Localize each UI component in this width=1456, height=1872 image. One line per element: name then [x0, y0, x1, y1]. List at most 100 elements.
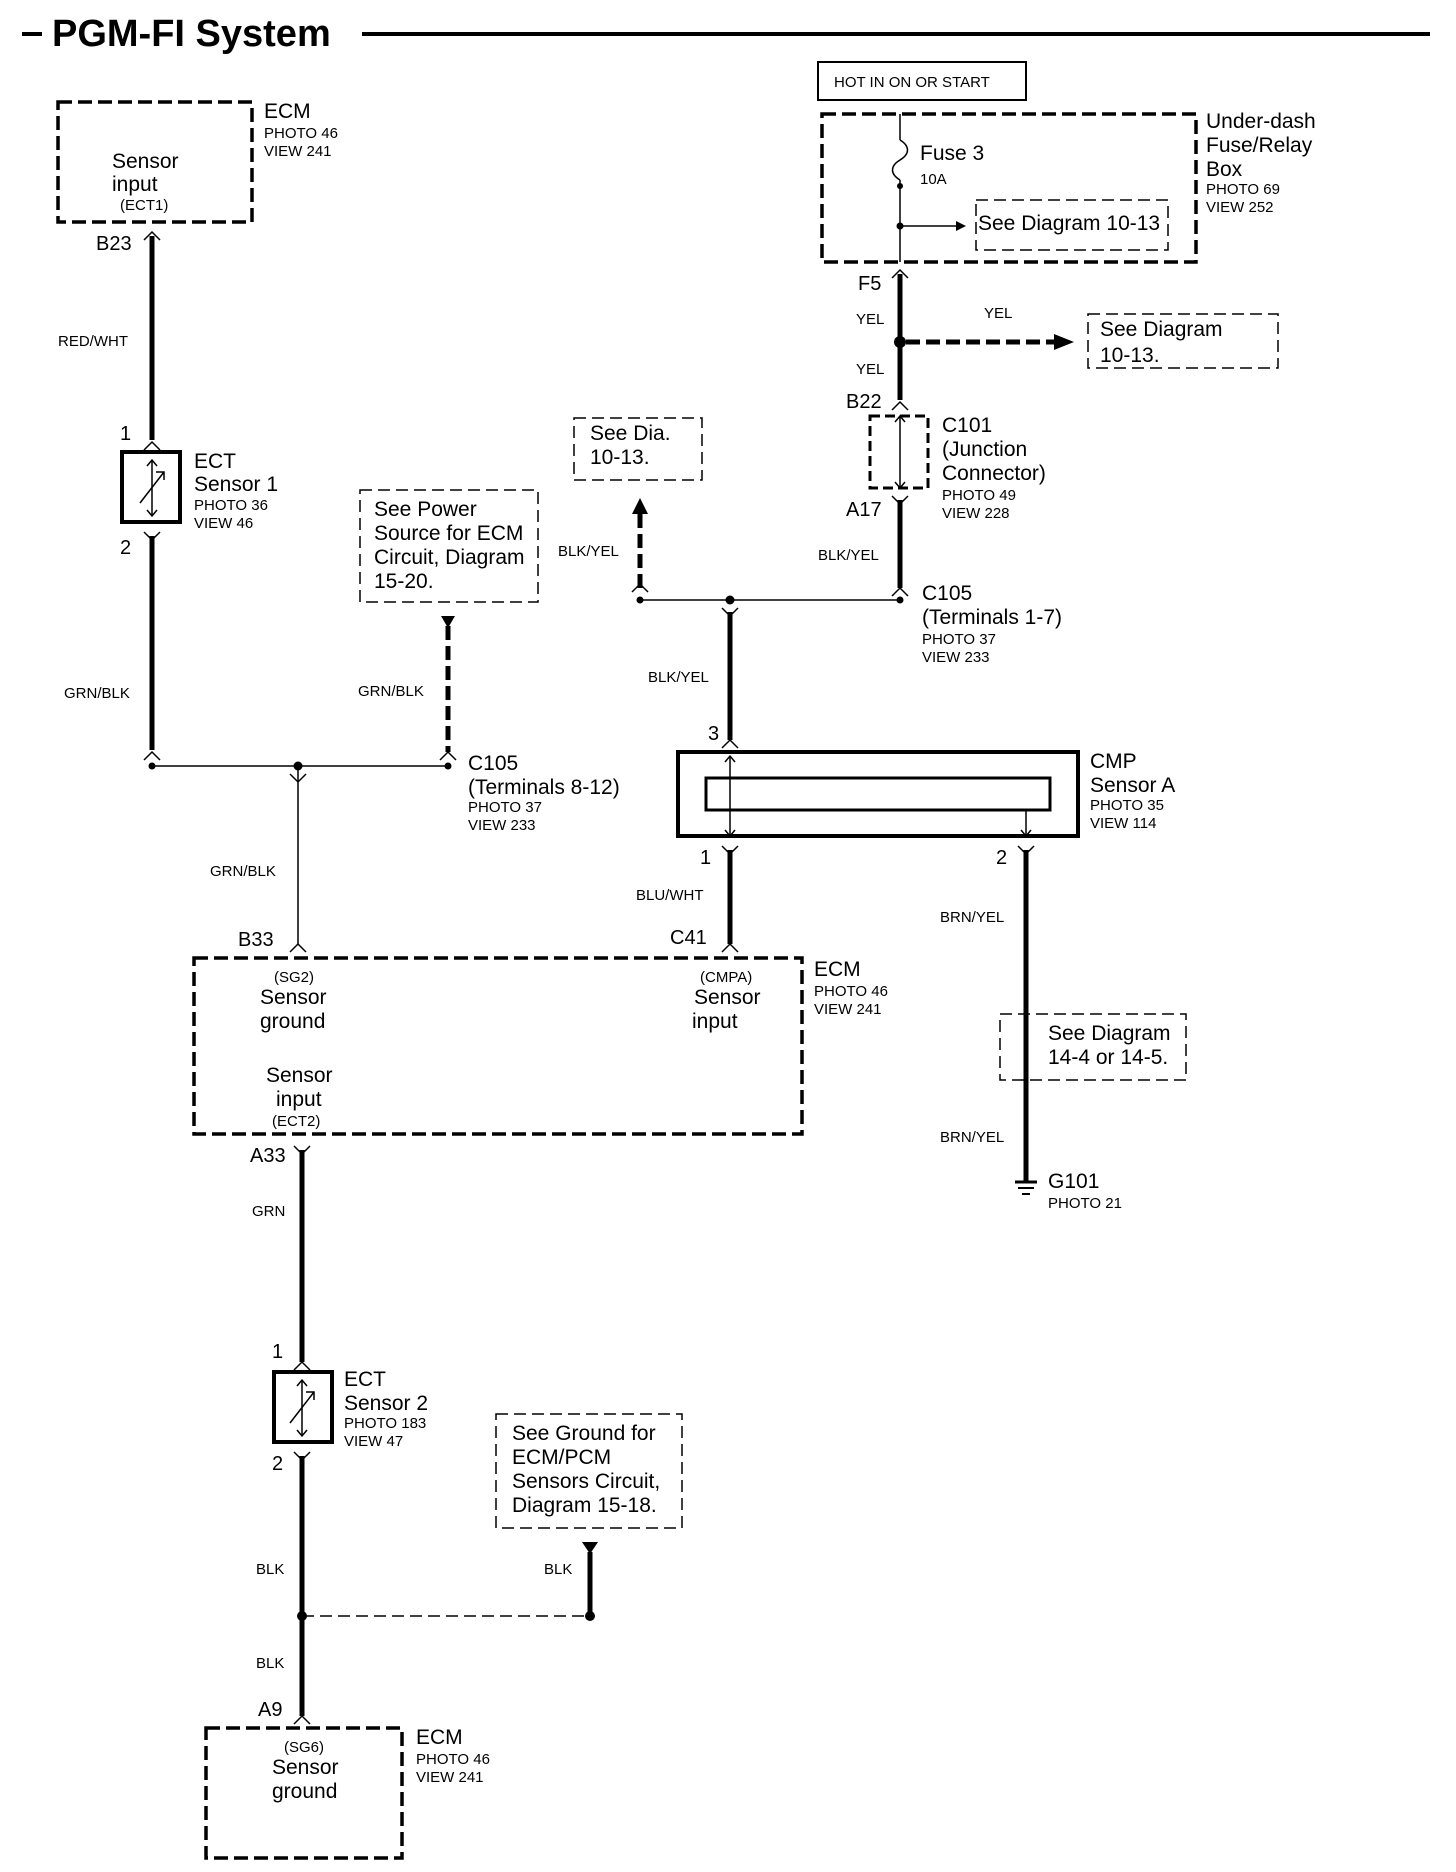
fuse-name: Fuse 3 — [920, 142, 984, 165]
ecm-bottom-signal: (SG6) — [284, 1739, 324, 1756]
ecm-mid-cmpa-signal: (CMPA) — [700, 969, 752, 986]
c105-lower-name-1: C105 — [468, 752, 518, 775]
ground-ref-box — [495, 1413, 683, 1529]
ect2-pin-2: 2 — [272, 1453, 283, 1475]
ect2-view: VIEW 47 — [344, 1433, 403, 1450]
ecm-mid-box — [192, 956, 804, 1136]
c101-box — [868, 414, 930, 490]
ecm-mid-name: ECM — [814, 958, 861, 981]
wire-label-grn-blk-2: GRN/BLK — [358, 683, 424, 700]
ecm-mid-cmpa-func-1: Sensor — [694, 986, 761, 1009]
fuse-ref: See Diagram 10-13 — [978, 212, 1160, 235]
dia-ref-2: 10-13. — [590, 446, 650, 469]
brn-ref-2: 14-4 or 14-5. — [1048, 1046, 1168, 1069]
wire-label-blk-yel-2: BLK/YEL — [558, 543, 619, 560]
ecm-bottom-func-2: ground — [272, 1780, 337, 1803]
c101-view: VIEW 228 — [942, 505, 1010, 522]
cmp-terminal-3 — [721, 738, 739, 749]
ecm-mid-sg2-func-2: ground — [260, 1010, 325, 1033]
ect1-photo: PHOTO 36 — [194, 497, 268, 514]
c101-photo: PHOTO 49 — [942, 487, 1016, 504]
ecm-mid-ect2-func-1: Sensor — [266, 1064, 333, 1087]
ect2-name-1: ECT — [344, 1368, 386, 1391]
ecm-top-view: VIEW 241 — [264, 143, 332, 160]
wire-label-red-wht: RED/WHT — [58, 333, 128, 350]
fuse-pin-f5: F5 — [858, 273, 881, 295]
c105-upper-photo: PHOTO 37 — [922, 631, 996, 648]
c105-upper-name-2: (Terminals 1-7) — [922, 606, 1062, 629]
fuse-box-name-2: Fuse/Relay — [1206, 134, 1313, 157]
c105-upper-terminal-right — [891, 586, 909, 597]
ect1-name-1: ECT — [194, 450, 236, 473]
g101-photo: PHOTO 21 — [1048, 1195, 1122, 1212]
hot-label: HOT IN ON OR START — [834, 74, 990, 91]
ecm-bottom-pin: A9 — [258, 1699, 282, 1721]
connector-f5 — [891, 268, 909, 279]
c105-lower-view: VIEW 233 — [468, 817, 536, 834]
wire-label-blk-1: BLK — [256, 1561, 284, 1578]
wire-label-blk-3: BLK — [256, 1655, 284, 1672]
c105-lower-terminal-left — [143, 750, 161, 761]
ecm-mid-ect2-func-2: input — [276, 1088, 322, 1111]
c101-arrows-icon — [894, 414, 906, 490]
c105-upper-node-right — [896, 596, 904, 604]
brn-ref-box — [999, 1013, 1187, 1081]
wire-label-yel-2: YEL — [984, 305, 1012, 322]
brn-ref-1: See Diagram — [1048, 1022, 1171, 1045]
wire-label-blu-wht: BLU/WHT — [636, 887, 704, 904]
dia-ref-arrow-icon — [632, 498, 648, 514]
ecm-top-name: ECM — [264, 100, 311, 123]
ground-ref-arrow-icon — [582, 1542, 598, 1554]
c105-lower-photo: PHOTO 37 — [468, 799, 542, 816]
ect1-terminal-top — [143, 440, 161, 451]
dia-ref-box — [573, 417, 703, 481]
c105-upper-view: VIEW 233 — [922, 649, 990, 666]
wire-label-blk-2: BLK — [544, 1561, 572, 1578]
ecm-top-box — [56, 100, 254, 224]
ecm-bottom-box — [204, 1726, 404, 1860]
page-title: PGM-FI System — [52, 13, 331, 55]
wire-label-brn-yel-2: BRN/YEL — [940, 1129, 1004, 1146]
ect2-thermistor-icon — [289, 1391, 315, 1424]
ecm-mid-pin-cmpa: C41 — [670, 927, 707, 949]
power-ref-3: Circuit, Diagram — [374, 546, 525, 569]
ecm-mid-sg2-func-1: Sensor — [260, 986, 327, 1009]
c101-name-2: (Junction — [942, 438, 1027, 461]
power-ref-2: Source for ECM — [374, 522, 523, 545]
ecm-bottom-photo: PHOTO 46 — [416, 1751, 490, 1768]
cmp-arrows-icon — [724, 754, 1032, 838]
ecm-top-func-2: input — [112, 173, 158, 196]
ecm-mid-sg2-signal: (SG2) — [274, 969, 314, 986]
ect1-pin-2: 2 — [120, 537, 131, 559]
ecm-bottom-name: ECM — [416, 1726, 463, 1749]
ecm-top-photo: PHOTO 46 — [264, 125, 338, 142]
fuse-box-photo: PHOTO 69 — [1206, 181, 1280, 198]
cmp-sensor-element — [704, 776, 1052, 812]
yel-branch-arrow-icon — [1054, 334, 1074, 350]
ect1-pin-1: 1 — [120, 423, 131, 445]
wire-label-grn: GRN — [252, 1203, 285, 1220]
c105-lower-name-2: (Terminals 8-12) — [468, 776, 620, 799]
ecm-mid-photo: PHOTO 46 — [814, 983, 888, 1000]
fuse-box-view: VIEW 252 — [1206, 199, 1274, 216]
yel-ref-box — [1087, 313, 1279, 369]
wire-label-grn-blk-3: GRN/BLK — [210, 863, 276, 880]
g101-name: G101 — [1048, 1170, 1099, 1193]
ecm-top-pin: B23 — [96, 233, 132, 255]
wire-label-yel-3: YEL — [856, 361, 884, 378]
ground-ref-2: ECM/PCM — [512, 1446, 611, 1469]
c105-lower-node-splice — [293, 761, 303, 771]
ect2-name-2: Sensor 2 — [344, 1392, 428, 1415]
ground-ref-3: Sensors Circuit, — [512, 1470, 660, 1493]
fuse-branch-arrow-icon — [956, 221, 966, 231]
ect1-name-2: Sensor 1 — [194, 473, 278, 496]
ecm-mid-cmpa-func-2: input — [692, 1010, 738, 1033]
hot-label-box — [817, 61, 1027, 101]
ect1-sensor-body — [120, 450, 182, 524]
fuse-box — [820, 112, 1198, 264]
connector-b23 — [143, 230, 161, 241]
ecm-bottom-view: VIEW 241 — [416, 1769, 484, 1786]
fuse-box-name-3: Box — [1206, 158, 1243, 181]
c105-upper-node-splice — [725, 595, 735, 605]
